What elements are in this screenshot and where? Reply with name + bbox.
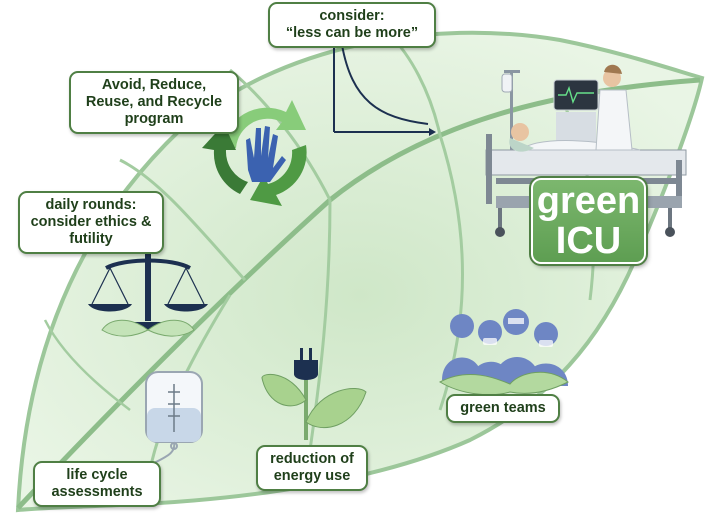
label-daily-rounds-line-1: daily rounds: xyxy=(45,197,137,213)
label-recycle-program-line-1: Avoid, Reduce, xyxy=(101,77,207,93)
label-daily-rounds: daily rounds: consider ethics & futility xyxy=(18,191,164,254)
plug-sprout-icon xyxy=(261,348,367,440)
label-daily-rounds-line-3: futility xyxy=(69,231,113,247)
label-less-is-more-line-1: consider: xyxy=(319,8,385,24)
decay-curve-icon xyxy=(333,40,436,136)
label-life-cycle-line-2: assessments xyxy=(51,484,143,500)
label-less-is-more: consider: “less can be more” xyxy=(268,2,436,48)
green-icu-line-2: ICU xyxy=(555,220,622,262)
recycle-glove-icon xyxy=(202,100,307,206)
label-life-cycle-line-1: life cycle xyxy=(66,467,128,483)
iv-bag-icon xyxy=(123,371,203,473)
label-recycle-program-line-2: Reuse, and Recycle xyxy=(85,94,223,110)
label-green-teams: green teams xyxy=(446,394,560,423)
label-green-teams-line-1: green teams xyxy=(460,400,546,416)
label-life-cycle: life cycle assessments xyxy=(33,461,161,507)
label-energy-use: reduction of energy use xyxy=(256,445,368,491)
label-less-is-more-line-2: “less can be more” xyxy=(285,25,419,41)
label-energy-use-line-1: reduction of xyxy=(270,451,354,467)
green-icu-badge: green ICU xyxy=(529,176,648,266)
label-daily-rounds-line-2: consider ethics & xyxy=(30,214,152,230)
scales-of-justice-icon xyxy=(88,233,208,337)
label-energy-use-line-2: energy use xyxy=(273,468,351,484)
label-recycle-program-line-3: program xyxy=(124,111,184,127)
label-recycle-program: Avoid, Reduce, Reuse, and Recycle progra… xyxy=(69,71,239,134)
healthcare-team-icon xyxy=(438,309,569,396)
green-icu-line-1: green xyxy=(536,180,641,222)
